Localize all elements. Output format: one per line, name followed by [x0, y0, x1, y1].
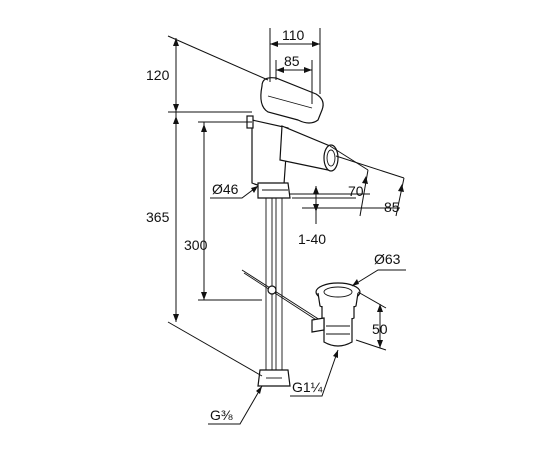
- label-overall-offset: 120: [146, 67, 170, 83]
- dim-85-top: 85: [275, 53, 313, 104]
- label-waste-height: 50: [372, 321, 388, 337]
- label-body-diameter: Ø46: [212, 181, 239, 197]
- dim-inlet-thread: G⅜: [208, 385, 263, 425]
- dim-110: 110: [269, 27, 321, 94]
- label-inlet-thread: G⅜: [210, 407, 233, 423]
- pop-up-rod: [241, 269, 322, 324]
- waste-fitting: [311, 282, 361, 347]
- label-waste-diameter: Ø63: [374, 251, 401, 267]
- label-reach-long: 85: [384, 199, 400, 215]
- label-waste-thread: G1¼: [292, 379, 323, 395]
- faucet-body: [246, 77, 339, 387]
- dim-reach: 70 85: [292, 145, 405, 217]
- dim-diameter-46: Ø46: [210, 181, 259, 199]
- label-spout-width: 85: [284, 53, 300, 69]
- dim-waste-thread: G1¼: [290, 349, 339, 397]
- dim-50: 50: [355, 291, 388, 351]
- label-top-width: 110: [282, 27, 305, 43]
- label-body-height: 300: [184, 237, 208, 253]
- dim-300: 300: [184, 121, 262, 301]
- dim-diameter-63: Ø63: [351, 251, 406, 287]
- label-reach-short: 70: [348, 183, 364, 199]
- label-total-height: 365: [146, 209, 170, 225]
- dim-120: 120: [146, 35, 269, 113]
- dim-365: 365: [146, 112, 263, 377]
- label-thickness-range: 1-40: [298, 231, 326, 247]
